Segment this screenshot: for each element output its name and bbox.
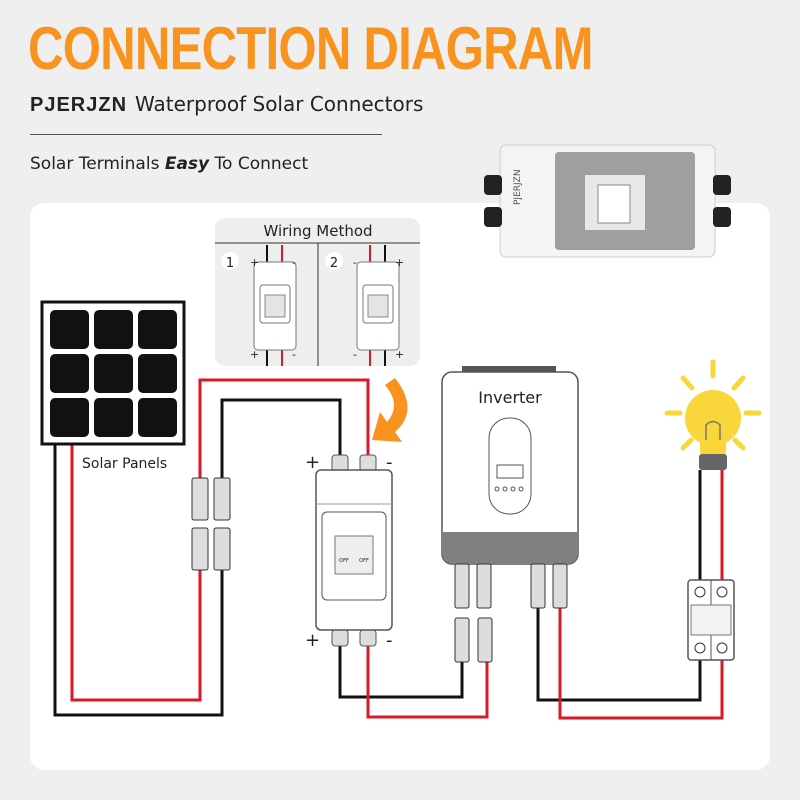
wires [53, 378, 724, 720]
minus-label: - [386, 630, 393, 651]
wiring-method-title: Wiring Method [263, 222, 372, 240]
tagline: Solar Terminals Easy To Connect [30, 154, 308, 174]
breaker-off-label: OFF [359, 558, 369, 564]
brand-logo: PJERJZN [30, 94, 128, 116]
tagline-pre: Solar Terminals [30, 154, 165, 174]
inverter-label: Inverter [478, 388, 542, 407]
dc-breaker [687, 579, 735, 661]
solar-cell [94, 398, 133, 437]
divider [30, 134, 382, 135]
subtitle: PJERJZN Waterproof Solar Connectors [30, 92, 423, 117]
minus-label: - [386, 452, 393, 473]
mc4-connectors-solar [191, 477, 231, 571]
combiner-box: OFF OFF + - + - [305, 452, 393, 651]
inverter: Inverter [441, 366, 579, 663]
option-number: 2 [330, 256, 338, 271]
page-title: CONNECTION DIAGRAM [28, 15, 594, 82]
solar-panels-label: Solar Panels [82, 456, 167, 472]
polarity-label: - [292, 256, 296, 269]
subtitle-text: Waterproof Solar Connectors [135, 92, 424, 116]
solar-cell [94, 310, 133, 349]
solar-cell [138, 354, 177, 393]
solar-cell [50, 310, 89, 349]
solar-panel: Solar Panels [40, 300, 186, 472]
product-brand-text: PJERJZN [513, 169, 523, 205]
wiring-method-box: Wiring Method 1 + - + - 2 - + - [215, 218, 420, 366]
solar-cell [138, 398, 177, 437]
combiner-box-product: PJERJZN [484, 144, 731, 258]
polarity-label: - [353, 348, 357, 361]
wiring-option-2: 2 - + - + [325, 245, 404, 366]
polarity-label: + [250, 348, 259, 361]
plus-label: + [305, 452, 320, 473]
polarity-label: + [250, 256, 259, 269]
solar-cell [50, 398, 89, 437]
solar-cell [138, 310, 177, 349]
polarity-label: - [353, 256, 357, 269]
option-number: 1 [226, 256, 234, 271]
solar-cell [50, 354, 89, 393]
arrow-icon [372, 378, 408, 442]
polarity-label: + [395, 348, 404, 361]
tagline-post: To Connect [209, 154, 309, 174]
plus-label: + [305, 630, 320, 651]
solar-cell [94, 354, 133, 393]
polarity-label: + [395, 256, 404, 269]
light-bulb-icon [664, 359, 762, 470]
tagline-emphasis: Easy [164, 154, 210, 174]
breaker-off-label: OFF [339, 558, 349, 564]
wiring-option-1: 1 + - + - [221, 245, 297, 366]
polarity-label: - [292, 348, 296, 361]
